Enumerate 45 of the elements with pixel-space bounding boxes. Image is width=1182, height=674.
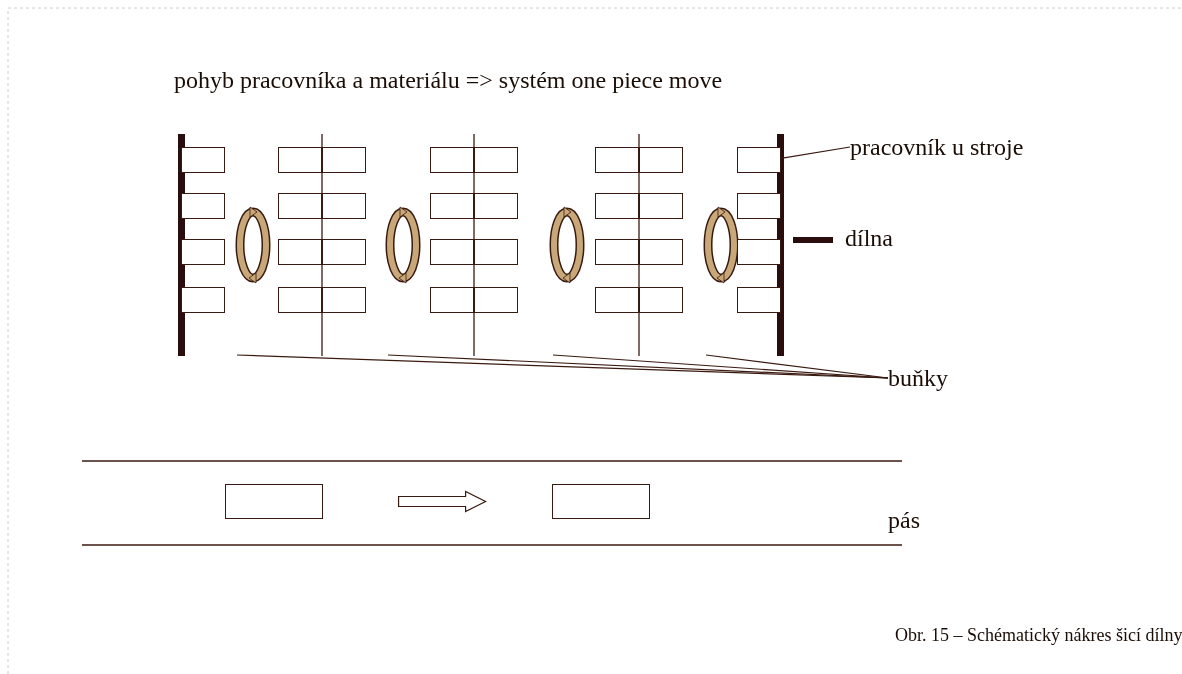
machine-box xyxy=(474,239,518,265)
legend-label: dílna xyxy=(845,226,893,250)
machine-box xyxy=(639,239,683,265)
machine-box xyxy=(595,193,639,219)
machine-box xyxy=(181,147,225,173)
leader-line xyxy=(552,354,889,379)
machine-box xyxy=(474,147,518,173)
machine-box xyxy=(639,287,683,313)
machine-box xyxy=(430,239,474,265)
machine-box xyxy=(430,147,474,173)
figure-caption: Obr. 15 – Schématický nákres šicí dílny xyxy=(895,626,1182,644)
machine-box xyxy=(181,287,225,313)
machine-box xyxy=(278,287,322,313)
machine-box xyxy=(737,287,781,313)
machine-box xyxy=(430,287,474,313)
machine-box xyxy=(322,287,366,313)
machine-box xyxy=(474,287,518,313)
leader-line xyxy=(387,354,889,379)
machine-box xyxy=(737,193,781,219)
machine-box xyxy=(181,239,225,265)
machine-box xyxy=(322,193,366,219)
machine-box xyxy=(278,147,322,173)
machine-box xyxy=(737,147,781,173)
machine-box xyxy=(181,193,225,219)
machine-box xyxy=(595,287,639,313)
item-box xyxy=(552,484,650,519)
machine-box xyxy=(278,239,322,265)
machine-box xyxy=(322,239,366,265)
machine-box xyxy=(595,147,639,173)
machine-box xyxy=(322,147,366,173)
leader-line xyxy=(705,354,889,379)
leader-line xyxy=(780,146,851,159)
diagram-title: pohyb pracovníka a materiálu => systém one piece move xyxy=(173,68,723,92)
block-arrow xyxy=(397,490,487,513)
belt-label: pás xyxy=(888,508,920,532)
item-box xyxy=(225,484,323,519)
worker-label: pracovník u stroje xyxy=(850,135,1024,159)
machine-box xyxy=(595,239,639,265)
machine-box xyxy=(278,193,322,219)
machine-box xyxy=(430,193,474,219)
cells-label: buňky xyxy=(888,366,948,390)
machine-box xyxy=(639,147,683,173)
machine-box xyxy=(474,193,518,219)
machine-box xyxy=(639,193,683,219)
machine-box xyxy=(737,239,781,265)
